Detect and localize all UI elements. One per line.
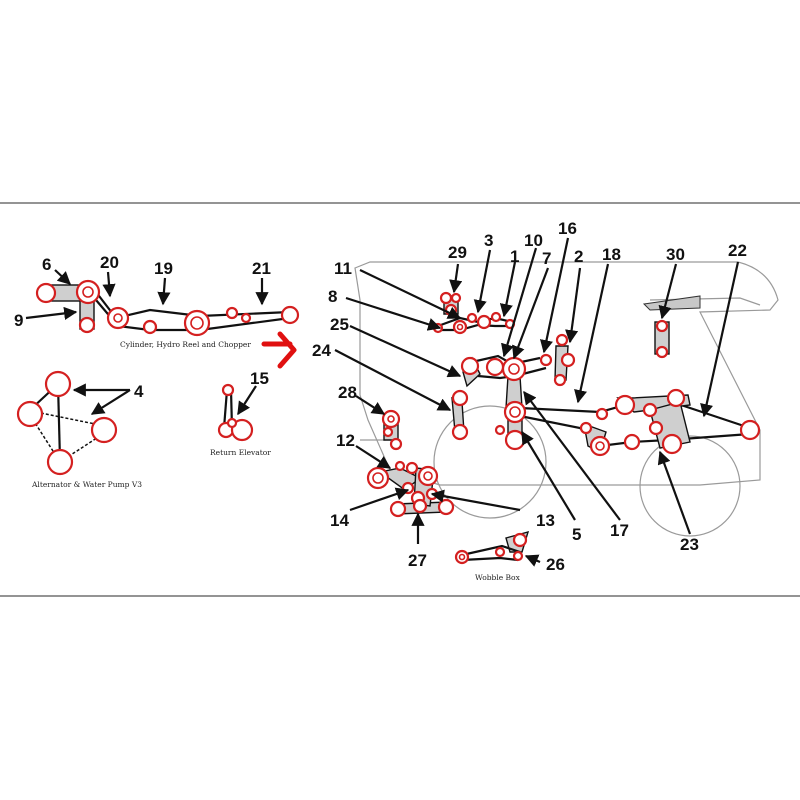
caption-alternator-group: Alternator & Water Pump V3 [31, 480, 142, 489]
pulley [142, 319, 158, 335]
return-elevator-group: Return Elevator [210, 383, 271, 457]
pulley [225, 306, 239, 320]
label-11: 11 [334, 259, 352, 278]
pulley [46, 448, 74, 476]
label-3: 3 [484, 231, 493, 250]
label-29: 29 [448, 243, 467, 262]
label-23: 23 [680, 535, 699, 554]
pulley [226, 417, 238, 429]
pulley [16, 400, 44, 428]
label-26: 26 [546, 555, 565, 574]
red-right-arrow-icon [261, 331, 297, 369]
cylinder-group: Cylinder, Hydro Reel and Chopper [35, 279, 300, 349]
caption-return-elevator: Return Elevator [210, 448, 271, 457]
caption-wobble-box: Wobble Box [475, 573, 521, 582]
pulley [75, 279, 101, 305]
label-19: 19 [154, 259, 173, 278]
label-18: 18 [602, 245, 621, 264]
pointer-lines [334, 237, 740, 567]
front-wheel [433, 405, 547, 519]
label-2: 2 [574, 247, 583, 266]
pulley [230, 418, 254, 442]
label-12: 12 [336, 431, 355, 450]
label-24: 24 [312, 341, 331, 360]
label-14: 14 [330, 511, 349, 530]
label-6: 6 [42, 255, 51, 274]
pulley [183, 309, 211, 337]
label-10: 10 [524, 231, 543, 250]
label-15: 15 [250, 369, 269, 388]
rear-wheel [639, 435, 741, 537]
pulley [44, 370, 72, 398]
pulley [106, 306, 130, 330]
label-1: 1 [510, 247, 519, 266]
label-20: 20 [100, 253, 119, 272]
label-22: 22 [728, 241, 747, 260]
label-9: 9 [14, 311, 23, 330]
label-25: 25 [330, 315, 349, 334]
pulley [280, 305, 300, 325]
label-4: 4 [134, 382, 144, 401]
label-16: 16 [558, 219, 577, 238]
caption-cylinder-group: Cylinder, Hydro Reel and Chopper [120, 340, 251, 349]
alternator-group: Alternator & Water Pump V3 [16, 370, 142, 489]
label-21: 21 [252, 259, 271, 278]
label-7: 7 [542, 249, 551, 268]
main-drive-pulleys [366, 291, 761, 565]
pulley [78, 316, 96, 334]
label-5: 5 [572, 525, 581, 544]
label-28: 28 [338, 383, 357, 402]
pulley [90, 416, 118, 444]
pulley [221, 383, 235, 397]
label-17: 17 [610, 521, 629, 540]
label-30: 30 [666, 245, 685, 264]
pulley [35, 282, 57, 304]
label-8: 8 [328, 287, 337, 306]
label-13: 13 [536, 511, 555, 530]
pulley [240, 312, 252, 324]
label-27: 27 [408, 551, 427, 570]
part-number-labels: 6 20 19 21 9 4 15 29 3 1 10 7 16 2 18 30… [14, 219, 747, 574]
